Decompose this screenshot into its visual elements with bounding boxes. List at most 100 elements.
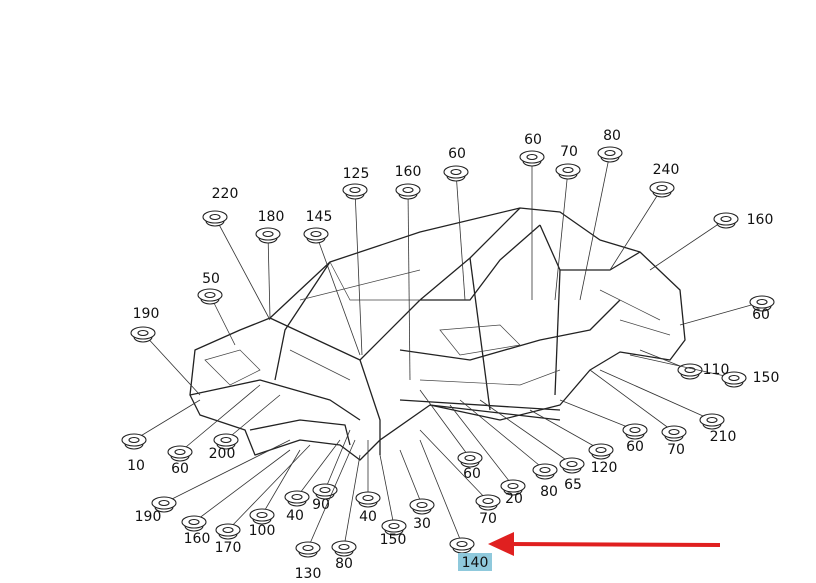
part-50-icon	[197, 288, 223, 305]
leader-line	[399, 449, 423, 506]
part-label: 190	[133, 306, 160, 322]
leader-line	[599, 369, 713, 421]
part-80-icon	[331, 540, 357, 557]
leader-line	[179, 384, 261, 453]
part-40-icon	[284, 490, 310, 507]
part-label: 160	[184, 531, 211, 547]
leader-line	[455, 171, 466, 301]
part-label: 120	[591, 460, 618, 476]
part-label: 125	[343, 166, 370, 182]
leader-line	[296, 439, 341, 498]
leader-line	[629, 354, 735, 379]
leader-line	[324, 429, 351, 491]
part-label: 70	[560, 144, 578, 160]
part-label: 70	[479, 511, 497, 527]
leader-line	[407, 189, 411, 381]
part-label: 20	[505, 491, 523, 507]
part-label: 60	[448, 146, 466, 162]
part-80-icon	[597, 146, 623, 163]
part-70-icon	[661, 425, 687, 442]
part-label: 160	[747, 212, 774, 228]
leader-line	[227, 444, 311, 531]
leader-line	[354, 189, 363, 356]
part-220-icon	[202, 210, 228, 227]
part-190-icon	[130, 326, 156, 343]
part-label: 40	[359, 509, 377, 525]
part-label: 90	[312, 497, 330, 513]
leader-line	[459, 399, 546, 471]
part-label: 240	[653, 162, 680, 178]
part-120-icon	[588, 443, 614, 460]
part-60-icon	[167, 445, 193, 462]
part-20-icon	[500, 479, 526, 496]
leader-line	[529, 409, 602, 451]
leader-line	[261, 449, 301, 516]
leader-line	[419, 439, 463, 545]
leader-line	[267, 233, 271, 319]
parts-layer	[121, 146, 775, 558]
leader-line	[579, 152, 611, 301]
leader-line	[225, 394, 281, 441]
leader-line	[649, 218, 727, 271]
part-label: 160	[395, 164, 422, 180]
part-190-icon	[151, 496, 177, 513]
part-label: 60	[752, 307, 770, 323]
part-80-icon	[532, 463, 558, 480]
part-100-icon	[249, 508, 275, 525]
part-30-icon	[409, 498, 435, 515]
part-label: 50	[202, 271, 220, 287]
part-label: 60	[524, 132, 542, 148]
part-65-icon	[559, 457, 585, 474]
part-180-icon	[255, 227, 281, 244]
part-label: 65	[564, 477, 582, 493]
part-130-icon	[295, 541, 321, 558]
part-label: 110	[703, 362, 730, 378]
part-60-icon	[749, 295, 775, 312]
part-label: 60	[463, 466, 481, 482]
leader-line	[419, 429, 489, 502]
part-160-icon	[181, 515, 207, 532]
leader-line	[315, 233, 361, 356]
part-160-icon	[395, 183, 421, 200]
part-150-icon	[721, 371, 747, 388]
leader-line	[193, 449, 291, 523]
part-label: 150	[753, 370, 780, 386]
part-145-icon	[303, 227, 329, 244]
part-label: 10	[127, 458, 145, 474]
leader-line	[679, 301, 763, 326]
part-label: 30	[413, 516, 431, 532]
part-label: 60	[626, 439, 644, 455]
highlight-box	[458, 553, 492, 571]
leader-line	[307, 439, 356, 549]
leader-line	[609, 187, 663, 271]
part-label: 210	[710, 429, 737, 445]
part-210-icon	[699, 413, 725, 430]
part-60-icon	[622, 423, 648, 440]
part-170-icon	[215, 523, 241, 540]
leader-line	[419, 389, 471, 459]
part-60-icon	[457, 451, 483, 468]
part-label: 40	[286, 508, 304, 524]
red-arrow	[488, 532, 721, 556]
part-label: 180	[258, 209, 285, 225]
leader-line	[589, 369, 675, 433]
part-label: 200	[209, 446, 236, 462]
part-label: 150	[380, 532, 407, 548]
part-70-icon	[475, 494, 501, 511]
part-label: 190	[135, 509, 162, 525]
leader-line	[343, 454, 361, 548]
leader-line	[554, 169, 569, 301]
part-label: 60	[171, 461, 189, 477]
part-label: 130	[295, 566, 322, 582]
part-160-icon	[713, 212, 739, 229]
part-label: 80	[335, 556, 353, 572]
part-200-icon	[213, 433, 239, 450]
part-label: 140	[462, 555, 489, 571]
part-label: 80	[540, 484, 558, 500]
part-240-icon	[649, 181, 675, 198]
part-140-icon	[449, 537, 475, 554]
part-150-icon	[381, 519, 407, 536]
leader-line	[214, 216, 271, 321]
